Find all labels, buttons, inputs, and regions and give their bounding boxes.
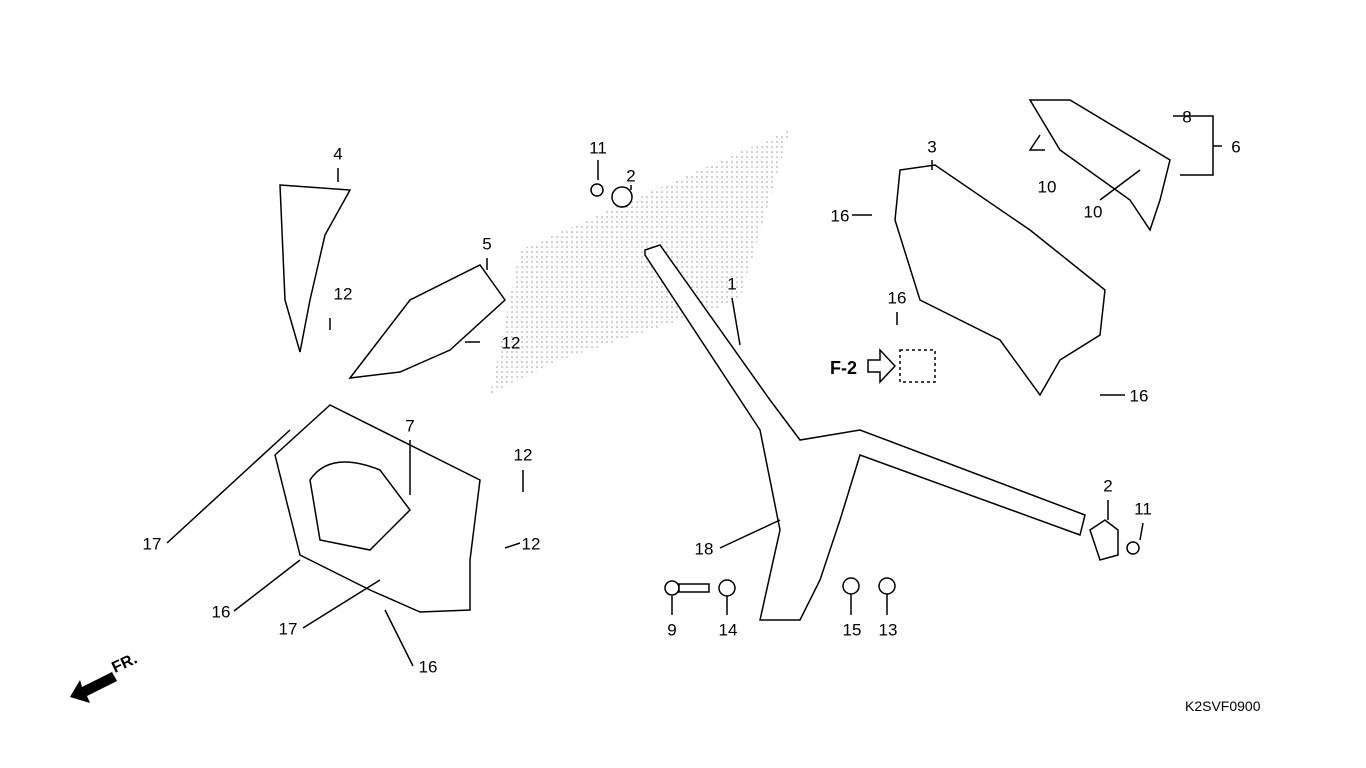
part-4-cover — [279, 184, 352, 353]
callout-16[interactable]: 16 — [1129, 386, 1149, 406]
part-6-panel — [1028, 99, 1171, 232]
callout-2[interactable]: 2 — [626, 166, 636, 186]
callout-16[interactable]: 16 — [887, 288, 907, 308]
callout-16[interactable]: 16 — [830, 206, 850, 226]
f2-arrow-icon — [867, 348, 897, 384]
callout-14[interactable]: 14 — [718, 620, 738, 640]
callout-8[interactable]: 8 — [1182, 107, 1192, 127]
part-7-front-cover — [274, 404, 481, 613]
callout-17[interactable]: 17 — [278, 619, 298, 639]
part-1-handlebar — [644, 244, 1086, 621]
callout-10[interactable]: 10 — [1083, 202, 1103, 222]
callout-13[interactable]: 13 — [878, 620, 898, 640]
callout-17[interactable]: 17 — [142, 534, 162, 554]
callout-16[interactable]: 16 — [211, 602, 231, 622]
f2-reference[interactable]: F-2 — [830, 358, 857, 378]
callout-7[interactable]: 7 — [405, 416, 415, 436]
callout-12[interactable]: 12 — [521, 534, 541, 554]
part-5-cover — [348, 264, 506, 379]
callout-16[interactable]: 16 — [418, 657, 438, 677]
callout-2[interactable]: 2 — [1103, 476, 1113, 496]
callout-1[interactable]: 1 — [727, 274, 737, 294]
callout-12[interactable]: 12 — [501, 333, 521, 353]
callout-12[interactable]: 12 — [333, 284, 353, 304]
callout-3[interactable]: 3 — [927, 137, 937, 157]
callout-5[interactable]: 5 — [482, 234, 492, 254]
callout-9[interactable]: 9 — [667, 620, 677, 640]
callout-11[interactable]: 11 — [589, 138, 607, 158]
part-11-screw-right — [1126, 541, 1140, 555]
callout-18[interactable]: 18 — [694, 539, 714, 559]
diagram-code: K2SVF0900 — [1185, 698, 1261, 714]
honda-wing-watermark — [490, 130, 790, 395]
callout-12[interactable]: 12 — [513, 445, 533, 465]
part-2-end-weight — [611, 186, 633, 208]
callout-15[interactable]: 15 — [842, 620, 862, 640]
part-11-screw — [590, 183, 604, 197]
callout-4[interactable]: 4 — [333, 144, 343, 164]
part-3-rear-cover — [894, 164, 1106, 397]
callout-11[interactable]: 11 — [1134, 499, 1152, 519]
callout-6[interactable]: 6 — [1231, 137, 1241, 157]
front-direction-arrow-icon — [70, 672, 117, 703]
part-2-end-weight-right — [1089, 519, 1119, 561]
callout-10[interactable]: 10 — [1037, 177, 1057, 197]
